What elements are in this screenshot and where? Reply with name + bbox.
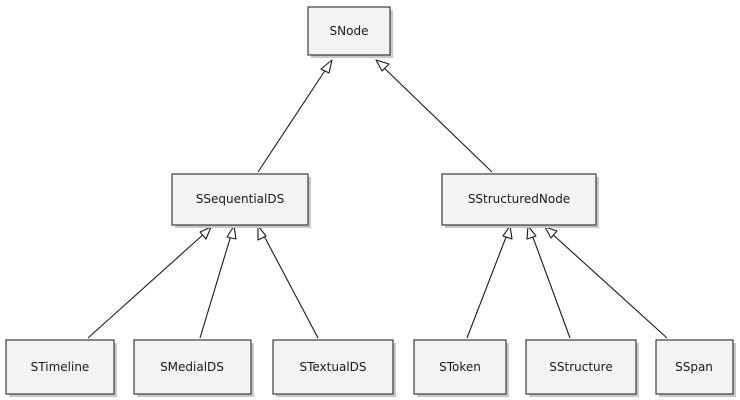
node-stoken: SToken (413, 339, 509, 397)
generalization-arrowhead-icon (375, 59, 390, 72)
edge-sspan-to-sstructurednode (549, 231, 668, 339)
generalization-arrowhead-icon (257, 225, 267, 241)
node-stextualds: STextualDS (272, 339, 396, 397)
generalization-arrowhead-icon (199, 226, 212, 240)
node-sstructure: SStructure (525, 339, 639, 397)
edge-stextualds-to-ssequentialds (261, 231, 319, 339)
nodes-layer: SNode SSequentialDS SStructuredNode STim… (5, 6, 736, 397)
generalization-arrowhead-icon (526, 225, 537, 240)
node-ssequentialds: SSequentialDS (171, 173, 311, 228)
node-label-stoken: SToken (439, 360, 481, 374)
node-label-ssequentialds: SSequentialDS (196, 192, 284, 206)
edge-stoken-to-sstructurednode (466, 231, 509, 339)
node-stimeline: STimeline (5, 339, 117, 397)
node-sspan: SSpan (655, 339, 736, 397)
edge-ssequentialds-to-snode (257, 65, 329, 173)
generalization-arrowhead-icon (226, 225, 237, 240)
edge-sstructure-to-sstructurednode (530, 231, 571, 339)
edge-sstructurednode-to-snode (380, 64, 493, 173)
node-label-smediads: SMedialDS (160, 360, 224, 374)
node-label-sstructure: SStructure (549, 360, 612, 374)
node-sstructurednode: SStructuredNode (441, 173, 599, 228)
node-label-sspan: SSpan (675, 360, 713, 374)
node-label-stimeline: STimeline (31, 360, 90, 374)
node-smediads: SMedialDS (133, 339, 254, 397)
node-snode: SNode (307, 6, 393, 58)
node-label-stextualds: STextualDS (299, 360, 366, 374)
edge-smediads-to-ssequentialds (199, 231, 233, 339)
node-label-snode: SNode (330, 24, 369, 38)
generalization-arrowhead-icon (544, 226, 558, 239)
node-label-sstructurednode: SStructuredNode (468, 192, 570, 206)
edges-layer (87, 59, 668, 339)
edge-stimeline-to-ssequentialds (87, 231, 207, 339)
generalization-arrowhead-icon (502, 225, 513, 240)
generalization-arrowhead-icon (320, 59, 333, 74)
